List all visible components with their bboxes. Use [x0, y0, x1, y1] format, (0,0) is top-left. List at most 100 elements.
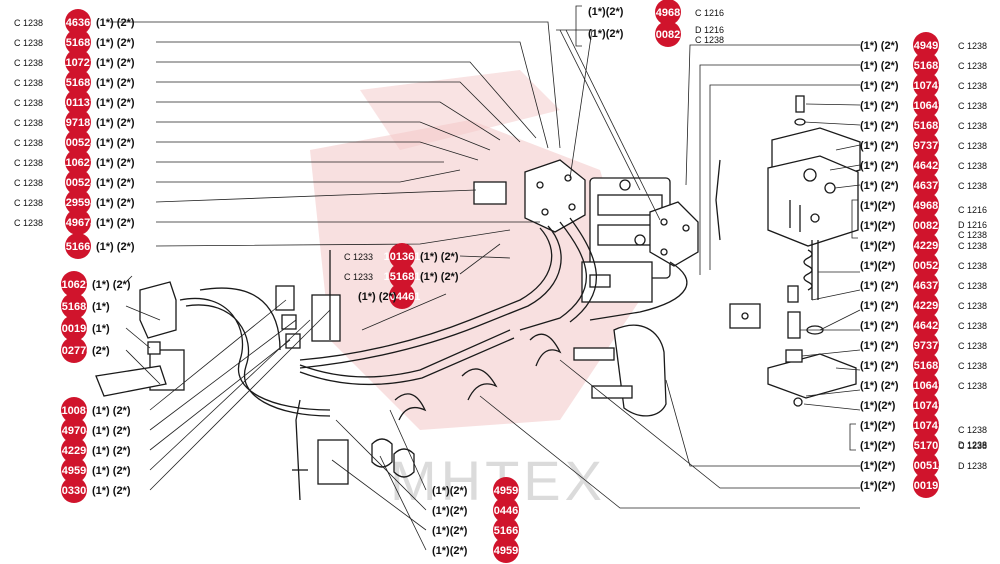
- right-label-text: (1*) (2*): [860, 360, 899, 372]
- right-label-text: (1*) (2*): [860, 320, 899, 332]
- right-label-row: (1*)(2*)700823: [860, 212, 944, 238]
- left-label-part-number: 197181: [60, 117, 97, 129]
- mid-label-part-circle: [389, 243, 415, 269]
- left-group-text: (2*): [92, 345, 110, 357]
- bottom-label-row: (1*)(2*)104461: [432, 497, 524, 523]
- mid-label-text: (1*) (2*): [358, 291, 397, 303]
- right-label-part: 700523: [908, 252, 944, 278]
- bottom-labels: (1*)(2*)149590(1*)(2*)104461(1*)(2*)1516…: [432, 477, 524, 563]
- left-label-part-circle: [65, 89, 91, 115]
- top-part-badge-circle: [655, 0, 681, 25]
- right-label-part-circle: [913, 432, 939, 458]
- left-label-model: C 1238: [14, 78, 43, 88]
- right-label-part: 110741: [908, 392, 944, 418]
- right-label-part-circle: [913, 32, 939, 58]
- bottom-label-part-circle: [493, 537, 519, 563]
- right-label-text: (1*)(2*): [860, 220, 896, 232]
- mid-label-row: 104461(1*) (2*): [358, 283, 420, 309]
- top-part-badge-circle: [655, 21, 681, 47]
- right-label-part-circle: [913, 92, 939, 118]
- right-label-model: C 1238: [958, 161, 987, 171]
- left-label-text: (1*) (2*): [96, 37, 135, 49]
- left-group-part: 700196: [56, 315, 92, 341]
- left-group-row: 110621(1*) (2*): [56, 271, 131, 297]
- right-label-text: (1*)(2*): [860, 200, 896, 212]
- right-label-part-number: 197373: [908, 140, 945, 152]
- right-label-part: 110641: [908, 372, 944, 398]
- left-label-part-circle: [65, 149, 91, 175]
- left-group-text: (1*): [92, 323, 110, 335]
- right-label-part-circle: [913, 252, 939, 278]
- right-label-part: 151681: [908, 352, 945, 378]
- left-label-model: C 1238: [14, 38, 43, 48]
- left-label-part-number: 110721: [60, 57, 96, 69]
- right-label-text: (1*) (2*): [860, 140, 899, 152]
- right-label-part-circle: [913, 332, 939, 358]
- mid-label-part: 151681: [384, 263, 420, 289]
- right-label-part-number: 151681: [908, 360, 945, 372]
- mid-label-model: C 1233: [344, 252, 373, 262]
- right-label-part-circle: [913, 392, 939, 418]
- bottom-label-part: 104461: [488, 497, 524, 523]
- left-group-part: 151681: [56, 293, 93, 319]
- right-label-text: (1*) (2*): [860, 280, 899, 292]
- right-label-model: C 1238: [958, 281, 987, 291]
- right-label-part-number: 149491: [908, 40, 945, 52]
- right-label-text: (1*)(2*): [860, 260, 896, 272]
- left-label-part-circle: [65, 49, 91, 75]
- right-label-part: 151701: [908, 432, 944, 458]
- bracket-bottom-model-a: C 1238: [958, 425, 987, 435]
- bottom-label-part-number: 149590: [488, 485, 525, 497]
- left-bottom-part: 142290: [56, 437, 92, 463]
- left-label-part-number: 101131: [60, 97, 96, 109]
- right-label-text: (1*) (2*): [860, 160, 899, 172]
- right-label-part: 197373: [908, 332, 945, 358]
- left-label-part-circle: [65, 209, 91, 235]
- bracket-top-model-b2: C 1238: [695, 35, 724, 45]
- right-label-part-circle: [913, 452, 939, 478]
- mid-label-part-number: 104461: [384, 291, 421, 303]
- left-label-part-number: 110621: [60, 157, 96, 169]
- left-label-part-circle: [65, 29, 91, 55]
- left-bottom-text: (1*) (2*): [92, 425, 131, 437]
- right-label-part-number: 142290: [908, 300, 945, 312]
- left-bottom-part-number: 110081: [56, 405, 92, 417]
- left-label-text: (1*) (2*): [96, 97, 135, 109]
- left-group-part: 110621: [56, 271, 92, 297]
- left-label-part-number: 149674: [60, 217, 98, 229]
- left-group-part-number: 151681: [56, 301, 93, 313]
- bottom-label-part-number: 149590: [488, 545, 525, 557]
- mid-label-part: 101361: [384, 243, 420, 269]
- right-label-part-circle: [913, 292, 939, 318]
- right-label-part-number: 197373: [908, 340, 945, 352]
- right-label-part: 110741: [908, 72, 944, 98]
- mid-label-part-circle: [389, 263, 415, 289]
- right-label-part-number: 151681: [908, 120, 945, 132]
- left-group-part-number: 110621: [56, 279, 92, 291]
- left-label-part-number: 700524: [60, 137, 98, 149]
- right-label-model: C 1238: [958, 41, 987, 51]
- right-label-part-circle: [913, 72, 939, 98]
- bottom-label-text: (1*)(2*): [432, 485, 468, 497]
- right-label-part: 700191: [908, 472, 944, 498]
- left-label-part: 149674: [60, 209, 98, 235]
- right-label-model: C 1238: [958, 61, 987, 71]
- left-label-text: (1*) (2*): [96, 77, 135, 89]
- top-part-badge: 700822: [650, 21, 686, 47]
- left-label-part: 101131: [60, 89, 96, 115]
- left-label-text: (1*) (2*): [96, 177, 135, 189]
- left-label-text: (1*) (2*): [96, 197, 135, 209]
- mid-label-model: C 1233: [344, 272, 373, 282]
- mid-label-text: (1*) (2*): [420, 251, 459, 263]
- right-label-part-circle: [913, 212, 939, 238]
